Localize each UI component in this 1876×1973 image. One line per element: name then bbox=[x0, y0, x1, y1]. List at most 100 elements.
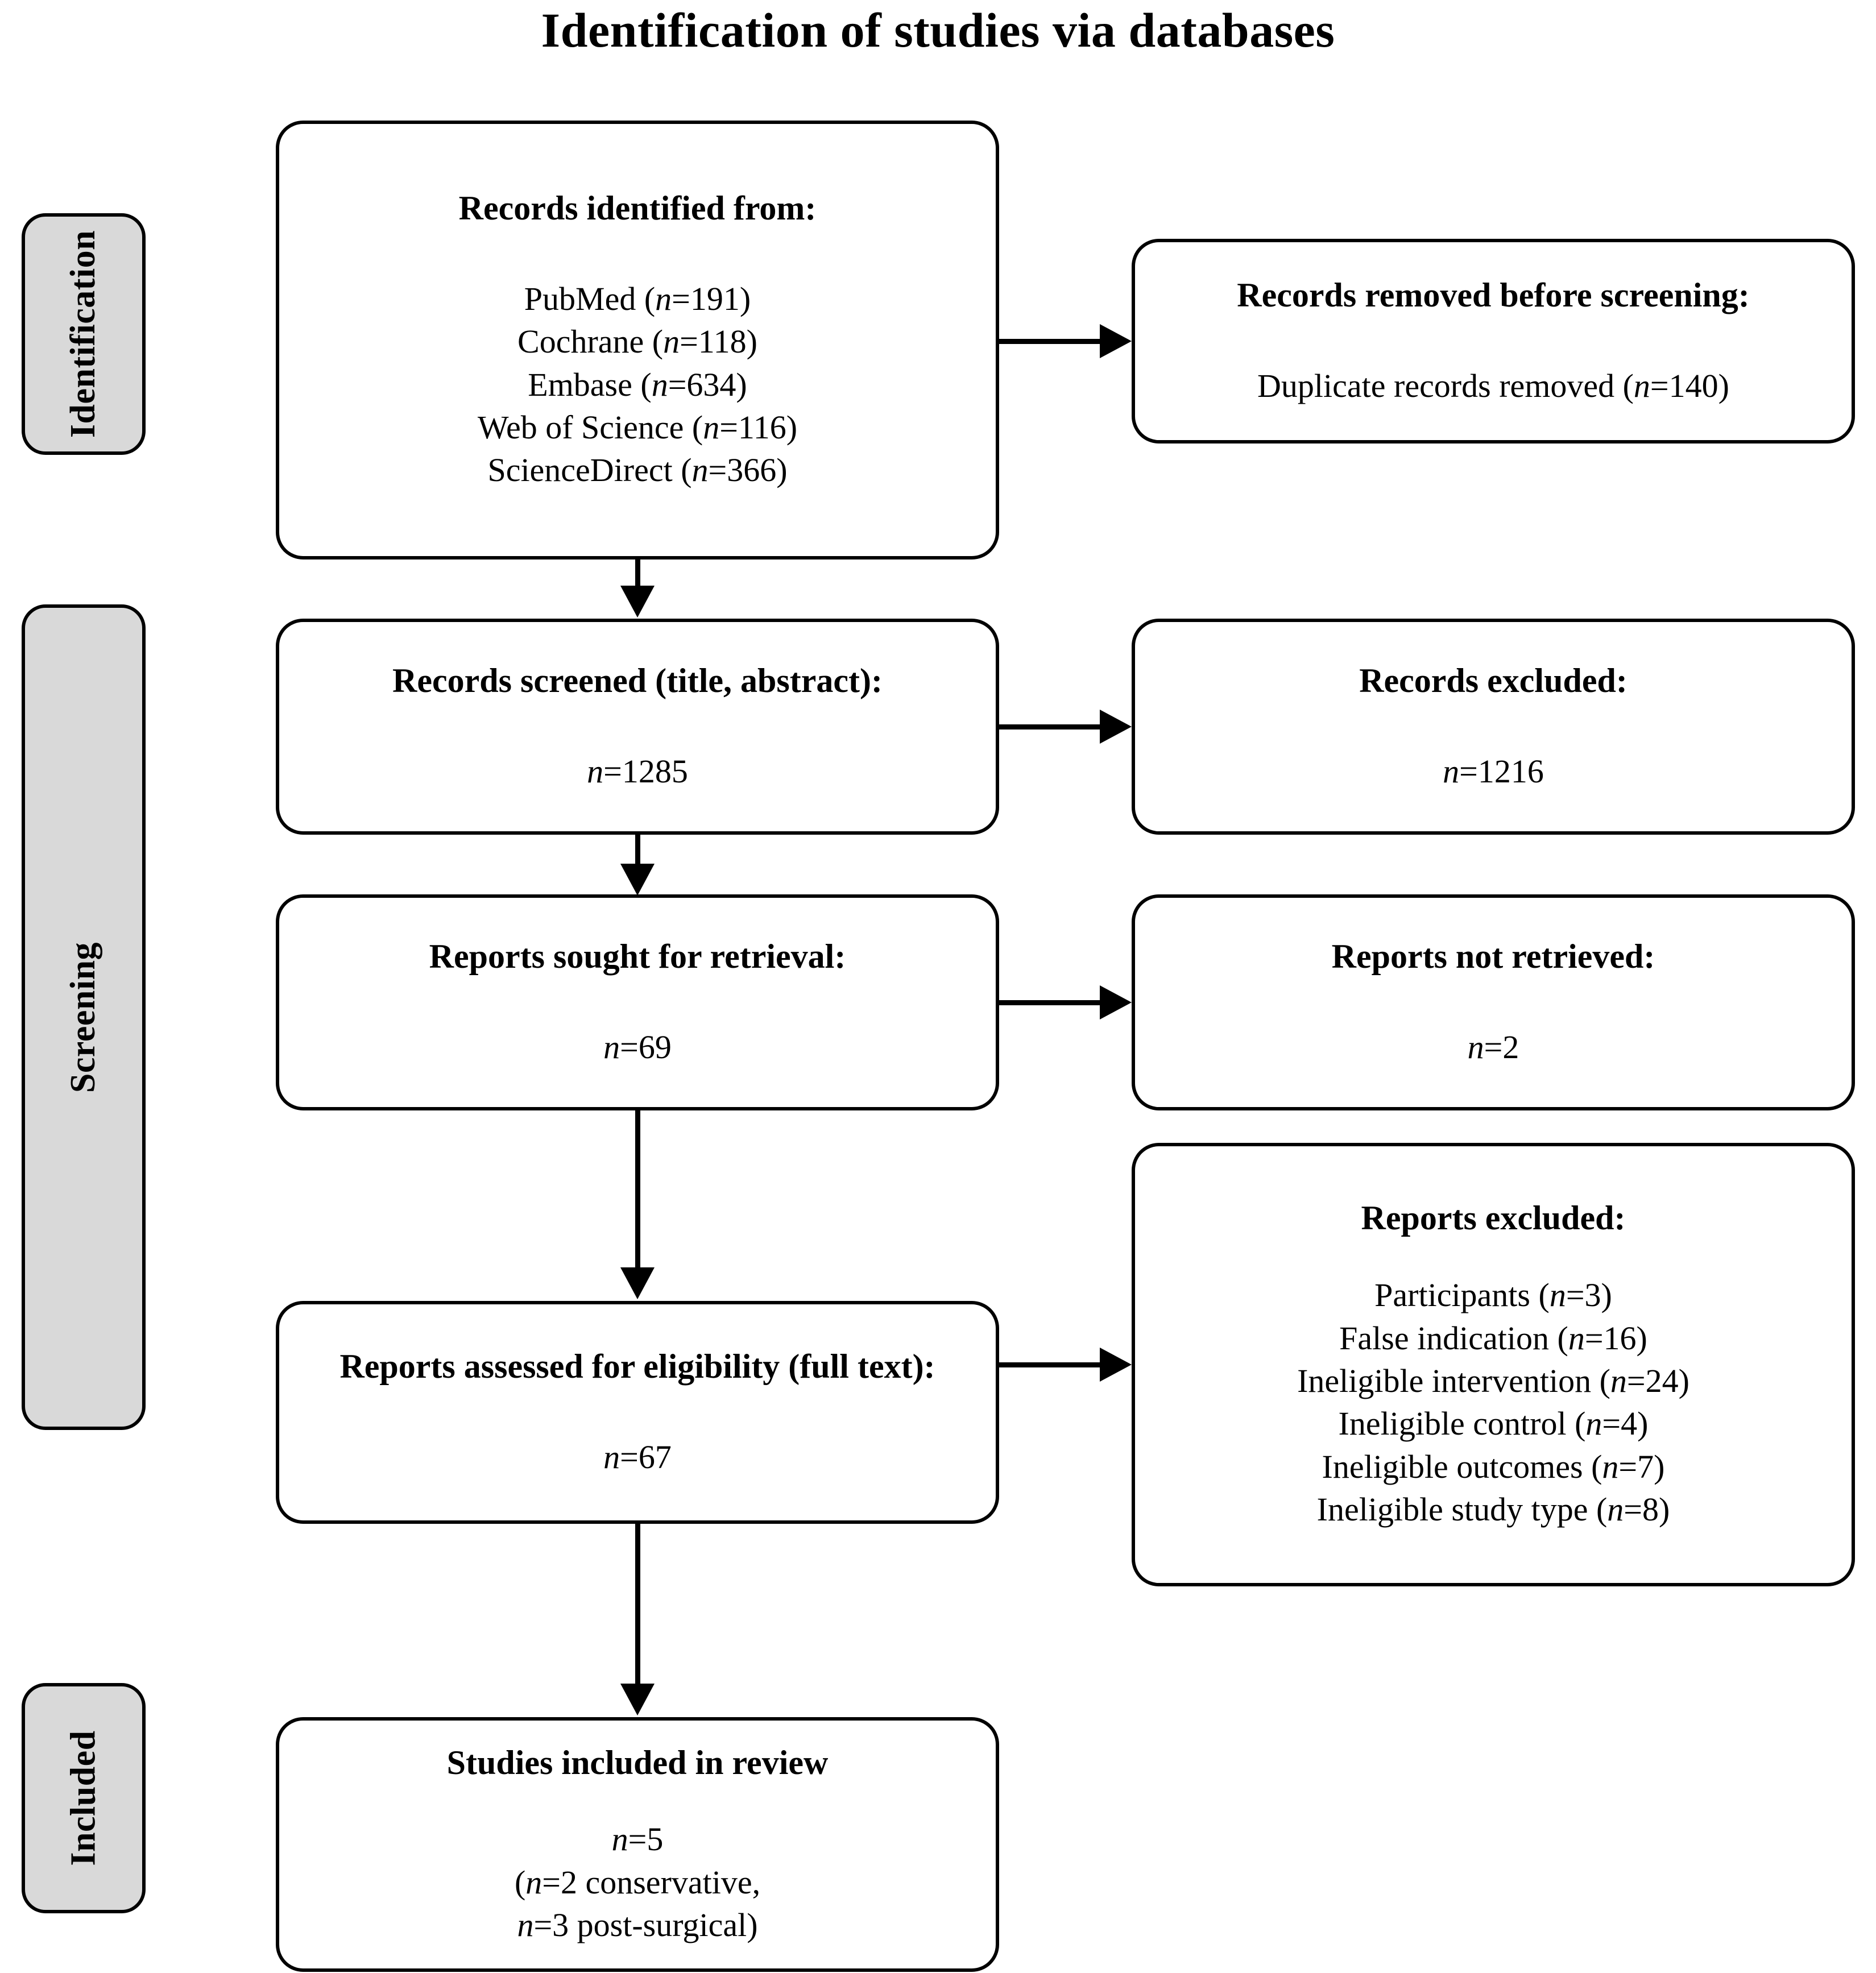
box-reports-excluded-line-5: Ineligible study type (n=8) bbox=[1317, 1488, 1670, 1531]
box-records-excluded-heading: Records excluded: bbox=[1359, 661, 1627, 699]
box-reports-excluded: Reports excluded: Participants (n=3) Fal… bbox=[1132, 1143, 1855, 1586]
records-excluded-count: =1216 bbox=[1459, 752, 1544, 790]
box-reports-excluded-line-2: Ineligible intervention (n=24) bbox=[1297, 1359, 1689, 1402]
n-symbol: n bbox=[603, 1028, 620, 1066]
box-records-screened: Records screened (title, abstract): n=12… bbox=[276, 619, 999, 835]
box-reports-not-retrieved-heading: Reports not retrieved: bbox=[1331, 937, 1655, 975]
connector-screened-to-sought bbox=[635, 835, 640, 866]
box-records-identified-line-4: ScienceDirect (n=366) bbox=[487, 449, 787, 491]
connector-assessed-to-included bbox=[635, 1524, 640, 1686]
source-count-pubmed: =191) bbox=[672, 280, 751, 317]
stage-label-identification: Identification bbox=[64, 230, 103, 438]
exclusion-reason-study-type: Ineligible study type ( bbox=[1316, 1491, 1608, 1528]
box-reports-assessed: Reports assessed for eligibility (full t… bbox=[276, 1301, 999, 1524]
n-symbol: n bbox=[1610, 1362, 1627, 1399]
n-symbol: n bbox=[1467, 1028, 1484, 1066]
paren-open: ( bbox=[514, 1863, 526, 1901]
arrowhead-identified-to-removed bbox=[1100, 324, 1132, 358]
box-records-screened-line-0: n=1285 bbox=[587, 750, 688, 793]
box-records-identified-line-1: Cochrane (n=118) bbox=[517, 320, 757, 363]
n-symbol: n bbox=[1549, 1276, 1566, 1314]
exclusion-reason-control: Ineligible control ( bbox=[1338, 1405, 1586, 1443]
studies-included-count: =5 bbox=[628, 1821, 664, 1858]
n-symbol: n bbox=[663, 323, 680, 360]
arrowhead-assessed-to-included bbox=[620, 1684, 655, 1715]
n-symbol: n bbox=[517, 1906, 534, 1944]
stage-pill-included: Included bbox=[22, 1683, 146, 1913]
box-records-excluded: Records excluded: n=1216 bbox=[1132, 619, 1855, 835]
box-records-identified: Records identified from: PubMed (n=191) … bbox=[276, 121, 999, 559]
box-reports-sought: Reports sought for retrieval: n=69 bbox=[276, 894, 999, 1110]
exclusion-count-false-indication: =16) bbox=[1584, 1319, 1647, 1357]
n-symbol: n bbox=[1568, 1319, 1585, 1357]
duplicates-count: =140) bbox=[1650, 367, 1729, 404]
connector-identified-to-screened bbox=[635, 559, 640, 588]
connector-identified-to-removed bbox=[999, 339, 1101, 344]
n-symbol: n bbox=[587, 752, 604, 790]
box-studies-included-heading: Studies included in review bbox=[446, 1743, 829, 1781]
box-reports-assessed-line-0: n=67 bbox=[603, 1436, 672, 1478]
box-reports-excluded-heading: Reports excluded: bbox=[1361, 1199, 1626, 1237]
box-reports-excluded-line-1: False indication (n=16) bbox=[1339, 1317, 1647, 1359]
n-symbol: n bbox=[1633, 367, 1650, 404]
n-symbol: n bbox=[603, 1438, 620, 1475]
exclusion-reason-participants: Participants ( bbox=[1374, 1276, 1550, 1314]
box-studies-included: Studies included in review n=5 (n=2 cons… bbox=[276, 1717, 999, 1972]
arrowhead-sought-to-not-retrieved bbox=[1100, 985, 1132, 1019]
reports-sought-count: =69 bbox=[620, 1028, 672, 1066]
exclusion-count-study-type: =8) bbox=[1624, 1491, 1670, 1528]
n-symbol: n bbox=[655, 280, 672, 317]
box-reports-assessed-heading: Reports assessed for eligibility (full t… bbox=[339, 1347, 935, 1385]
box-studies-included-line-0: n=5 bbox=[612, 1818, 664, 1860]
source-label-cochrane: Cochrane ( bbox=[517, 323, 664, 360]
box-records-identified-line-2: Embase (n=634) bbox=[528, 363, 747, 406]
box-records-identified-line-0: PubMed (n=191) bbox=[524, 277, 751, 320]
exclusion-count-outcomes: =7) bbox=[1618, 1448, 1665, 1485]
exclusion-reason-false-indication: False indication ( bbox=[1339, 1319, 1568, 1357]
page-title: Identification of studies via databases bbox=[541, 3, 1335, 57]
connector-assessed-to-reports-excluded bbox=[999, 1362, 1101, 1367]
exclusion-count-participants: =3) bbox=[1566, 1276, 1612, 1314]
records-screened-count: =1285 bbox=[603, 752, 688, 790]
arrowhead-screened-to-excluded bbox=[1100, 710, 1132, 744]
n-symbol: n bbox=[1607, 1491, 1624, 1528]
n-symbol: n bbox=[1585, 1405, 1602, 1443]
exclusion-count-control: =4) bbox=[1602, 1405, 1649, 1443]
box-reports-not-retrieved-line-0: n=2 bbox=[1468, 1026, 1519, 1068]
reports-assessed-count: =67 bbox=[620, 1438, 672, 1475]
box-records-removed-line-0: Duplicate records removed (n=140) bbox=[1257, 364, 1729, 407]
connector-screened-to-excluded bbox=[999, 724, 1101, 729]
box-records-removed: Records removed before screening: Duplic… bbox=[1132, 239, 1855, 443]
arrowhead-sought-to-assessed bbox=[620, 1267, 655, 1299]
n-symbol: n bbox=[1602, 1448, 1619, 1485]
n-symbol: n bbox=[525, 1863, 542, 1901]
stage-label-included: Included bbox=[64, 1730, 103, 1866]
studies-conservative: =2 conservative, bbox=[542, 1863, 761, 1901]
source-count-embase: =634) bbox=[668, 366, 747, 403]
box-records-removed-heading: Records removed before screening: bbox=[1237, 276, 1750, 314]
source-count-sciencedirect: =366) bbox=[708, 451, 788, 489]
duplicates-label: Duplicate records removed ( bbox=[1257, 367, 1634, 404]
stage-pill-screening: Screening bbox=[22, 604, 146, 1430]
stage-pill-identification: Identification bbox=[22, 213, 146, 455]
exclusion-count-intervention: =24) bbox=[1626, 1362, 1689, 1399]
arrowhead-assessed-to-reports-excluded bbox=[1100, 1348, 1132, 1382]
box-reports-excluded-line-4: Ineligible outcomes (n=7) bbox=[1322, 1445, 1665, 1488]
stage-label-screening: Screening bbox=[64, 942, 103, 1093]
source-count-wos: =116) bbox=[719, 409, 798, 446]
n-symbol: n bbox=[1443, 752, 1460, 790]
reports-not-retrieved-count: =2 bbox=[1484, 1028, 1519, 1066]
n-symbol: n bbox=[691, 451, 709, 489]
box-reports-excluded-line-3: Ineligible control (n=4) bbox=[1339, 1402, 1649, 1445]
source-count-cochrane: =118) bbox=[680, 323, 757, 360]
studies-post-surgical: =3 post-surgical) bbox=[533, 1906, 758, 1944]
connector-sought-to-not-retrieved bbox=[999, 1000, 1101, 1005]
box-reports-sought-line-0: n=69 bbox=[603, 1026, 672, 1068]
source-label-pubmed: PubMed ( bbox=[524, 280, 656, 317]
exclusion-reason-intervention: Ineligible intervention ( bbox=[1297, 1362, 1610, 1399]
n-symbol: n bbox=[651, 366, 668, 403]
box-records-excluded-line-0: n=1216 bbox=[1443, 750, 1544, 793]
source-label-sciencedirect: ScienceDirect ( bbox=[487, 451, 692, 489]
arrowhead-identified-to-screened bbox=[620, 586, 655, 617]
